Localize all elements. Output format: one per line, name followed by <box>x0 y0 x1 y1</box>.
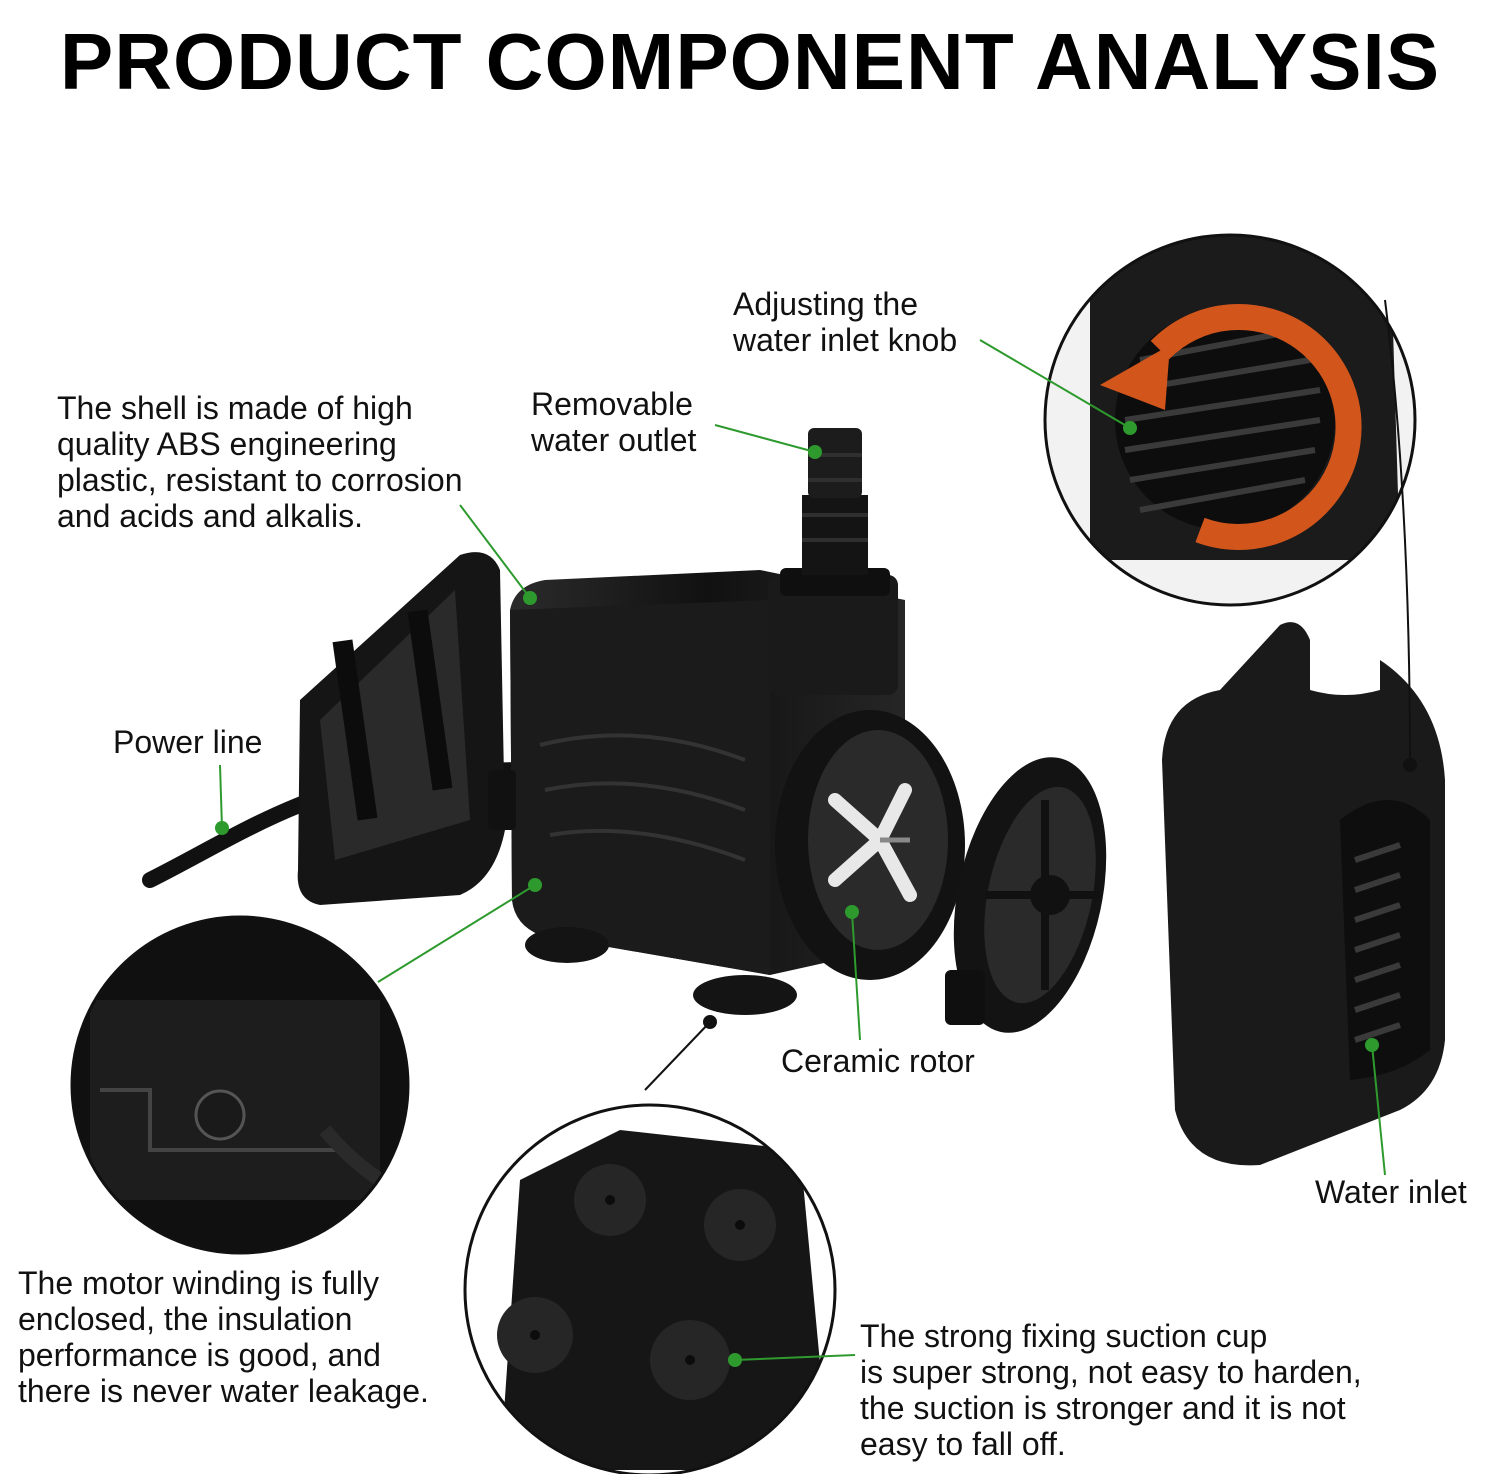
motor-zoom-circle <box>70 915 410 1255</box>
label-shell: The shell is made of high quality ABS en… <box>57 390 463 534</box>
label-knob: Adjusting the water inlet knob <box>733 286 958 358</box>
callout-leaders <box>215 299 1417 1367</box>
label-rotor: Ceramic rotor <box>781 1043 975 1079</box>
water-inlet-cover <box>1162 622 1445 1166</box>
suction-cup-zoom-circle <box>463 1103 837 1474</box>
label-outlet: Removable water outlet <box>531 386 697 458</box>
water-outlet-nozzle <box>768 428 898 695</box>
label-motor: The motor winding is fully enclosed, the… <box>18 1265 429 1409</box>
label-inlet: Water inlet <box>1315 1174 1467 1210</box>
impeller-housing <box>775 710 965 980</box>
knob-zoom-circle <box>1043 233 1417 607</box>
impeller-cover <box>945 757 1107 1033</box>
label-power: Power line <box>113 724 263 760</box>
mounting-bracket <box>297 552 505 905</box>
label-suction: The strong fixing suction cup is super s… <box>860 1318 1362 1462</box>
page-title: PRODUCT COMPONENT ANALYSIS <box>59 17 1441 106</box>
